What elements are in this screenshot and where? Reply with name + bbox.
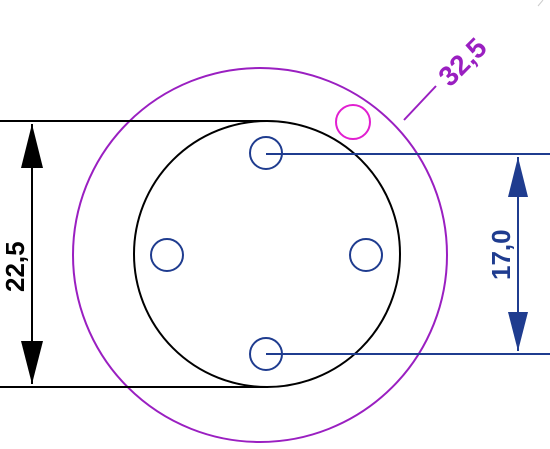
outer-circle (72, 67, 448, 443)
hole-right (349, 238, 383, 272)
black-arrow-bottom (21, 341, 43, 384)
black-arrow-top (21, 124, 43, 168)
inner-diameter-label: 22,5 (0, 241, 30, 292)
corner-mark (537, 0, 544, 7)
small-magenta-circle (335, 104, 371, 140)
hole-spacing-label: 17,0 (486, 229, 516, 280)
outer-diameter-leader (403, 85, 437, 121)
outer-diameter-label: 32,5 (432, 32, 492, 92)
blue-arrow-bottom (508, 312, 528, 351)
inner-circle (133, 120, 401, 388)
hole-left (150, 238, 184, 272)
blue-arrow-top (508, 157, 528, 197)
